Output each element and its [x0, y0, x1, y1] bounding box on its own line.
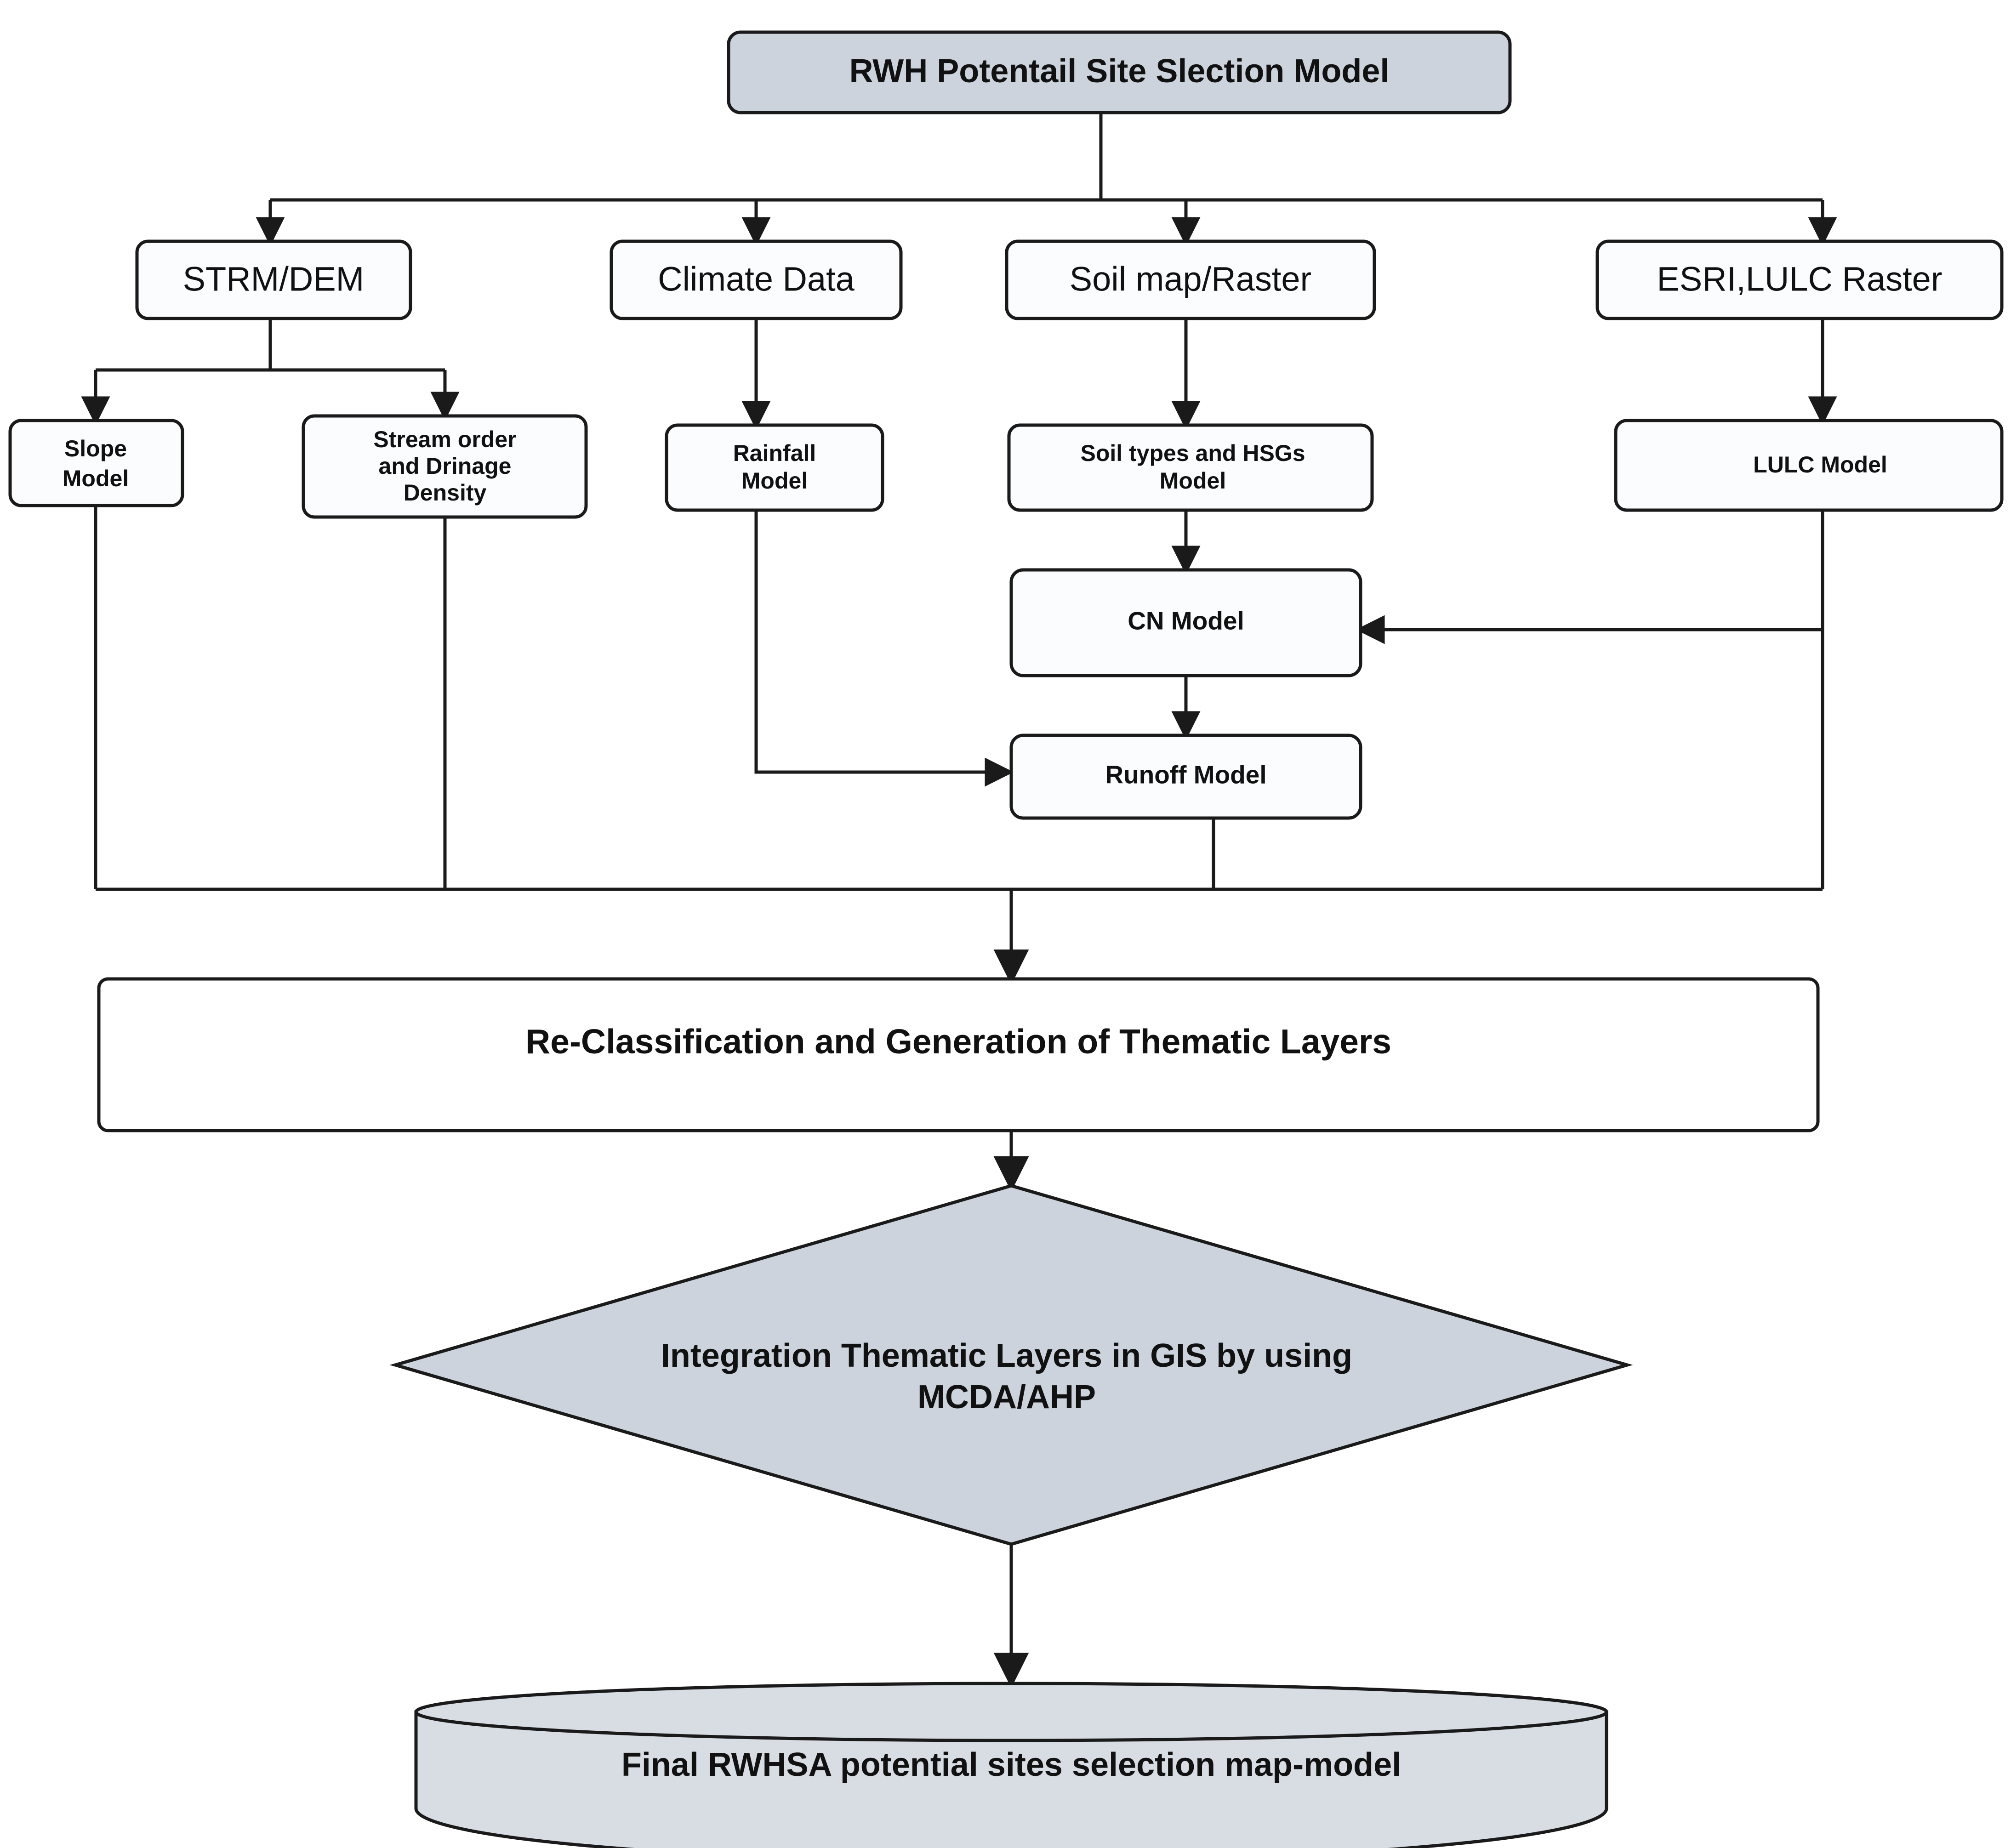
- output-cylinder-label: Final RWHSA potential sites selection ma…: [621, 1746, 1401, 1783]
- integration-diamond-shape: [389, 1184, 1633, 1546]
- connector-rainfall-to-runoff: [754, 510, 1014, 787]
- esri-lulc-raster-label: ESRI,LULC Raster: [1657, 260, 1943, 298]
- node-cn-model[interactable]: CN Model: [1009, 568, 1362, 677]
- integration-label-line-1: Integration Thematic Layers in GIS by us…: [661, 1337, 1352, 1374]
- integration-label-line-2: MCDA/AHP: [917, 1379, 1096, 1416]
- soil-map-raster-label: Soil map/Raster: [1070, 260, 1311, 298]
- cn-model-shape: [1009, 568, 1362, 677]
- slope-model-shape: [8, 419, 184, 507]
- title-node-label: RWH Potentail Site Slection Model: [849, 53, 1390, 90]
- soil-hsg-model-label-line-1: Soil types and HSGs: [1080, 440, 1305, 466]
- climate-data-label: Climate Data: [658, 260, 855, 298]
- soil-map-raster-shape: [1005, 239, 1376, 320]
- node-reclassification[interactable]: Re-Classification and Generation of Them…: [97, 977, 1820, 1132]
- rainfall-model-label-line-2: Model: [741, 468, 808, 494]
- strm-dem-shape: [135, 239, 412, 320]
- node-esri-lulc-raster[interactable]: ESRI,LULC Raster: [1595, 239, 2004, 320]
- title-node-shape: [727, 30, 1512, 114]
- stream-order-label-line-2: and Drinage: [379, 453, 512, 479]
- rainfall-model-label-line-1: Rainfall: [733, 440, 816, 466]
- node-soil-map-raster[interactable]: Soil map/Raster: [1005, 239, 1376, 320]
- slope-model-label-line-1: Slope: [64, 436, 127, 461]
- node-title[interactable]: RWH Potentail Site Slection Model: [727, 30, 1512, 114]
- node-climate-data[interactable]: Climate Data: [610, 239, 903, 320]
- node-strm-dem[interactable]: STRM/DEM: [135, 239, 412, 320]
- output-cylinder-top: [414, 1682, 1608, 1742]
- climate-data-shape: [610, 239, 903, 320]
- connector-layer: [81, 113, 1837, 1688]
- output-cylinder-body: [414, 1710, 1608, 1848]
- node-rainfall-model[interactable]: Rainfall Model: [665, 423, 884, 512]
- node-lulc-model[interactable]: LULC Model: [1614, 419, 2004, 512]
- esri-lulc-raster-shape: [1595, 239, 2004, 320]
- soil-hsg-model-label-line-2: Model: [1160, 468, 1226, 494]
- node-runoff-model[interactable]: Runoff Model: [1009, 734, 1362, 820]
- node-slope-model[interactable]: Slope Model: [8, 419, 184, 507]
- node-soil-hsg-model[interactable]: Soil types and HSGs Model: [1007, 423, 1374, 512]
- reclassification-shape: [97, 977, 1820, 1132]
- reclassification-label: Re-Classification and Generation of Them…: [525, 1022, 1391, 1061]
- node-stream-order-drainage[interactable]: Stream order and Drinage Density: [302, 414, 588, 519]
- stream-order-label-line-3: Density: [404, 480, 487, 506]
- node-integration-diamond[interactable]: Integration Thematic Layers in GIS by us…: [389, 1184, 1633, 1546]
- stream-order-label-line-1: Stream order: [373, 426, 516, 452]
- rainfall-model-shape: [665, 423, 884, 512]
- cn-model-label: CN Model: [1128, 607, 1244, 635]
- stream-order-shape: [302, 414, 588, 519]
- lulc-model-shape: [1614, 419, 2004, 512]
- runoff-model-label: Runoff Model: [1105, 761, 1266, 789]
- node-output-cylinder[interactable]: Final RWHSA potential sites selection ma…: [414, 1682, 1608, 1848]
- lulc-model-label: LULC Model: [1753, 452, 1887, 478]
- strm-dem-label: STRM/DEM: [183, 260, 365, 298]
- soil-hsg-model-shape: [1007, 423, 1374, 512]
- slope-model-label-line-2: Model: [63, 466, 129, 491]
- runoff-model-shape: [1009, 734, 1362, 820]
